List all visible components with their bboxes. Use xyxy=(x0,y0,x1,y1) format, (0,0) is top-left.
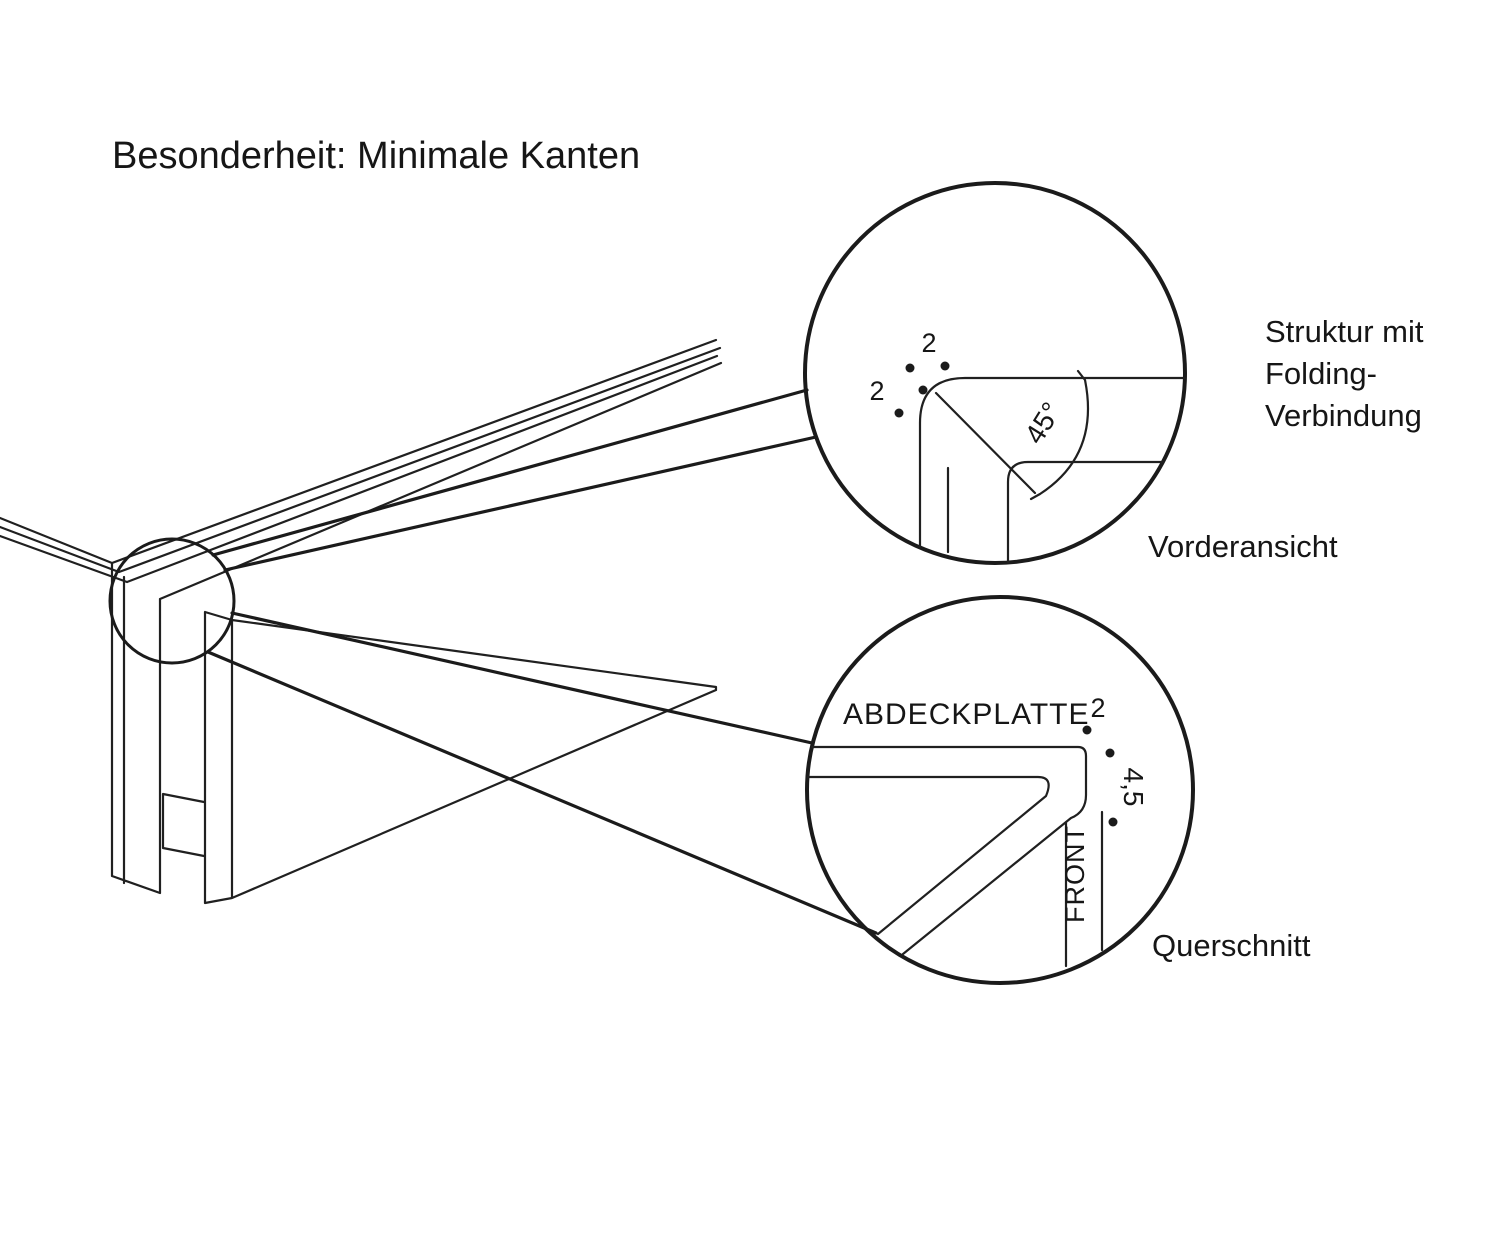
structure-annotation-line-1: Struktur mit xyxy=(1265,314,1424,349)
structure-annotation-line-3: Verbindung xyxy=(1265,398,1422,433)
plate-label: ABDECKPLATTE xyxy=(843,698,1090,731)
front-view-drawing xyxy=(918,369,1187,564)
dimension-dot xyxy=(905,363,915,373)
detail-marker-circle xyxy=(108,537,236,665)
dimension-dot xyxy=(940,361,950,371)
dimension-dot xyxy=(1105,748,1115,758)
callout-lines-front-view xyxy=(211,388,818,572)
dimension-dot xyxy=(918,385,928,395)
dimension-dot xyxy=(1108,817,1118,827)
dim-label-radius-top: 2 xyxy=(921,328,936,358)
cross-section-callout: ABDECKPLATTE 2 4,5 FRONT xyxy=(805,595,1195,985)
front-view-caption: Vorderansicht xyxy=(1148,529,1338,564)
cross-section-drawing xyxy=(806,745,1104,968)
dimension-dot xyxy=(894,408,904,418)
structure-annotation-line-2: Folding- xyxy=(1265,356,1377,391)
isometric-drawing xyxy=(0,338,723,905)
dim-label-radius-left: 2 xyxy=(869,376,884,406)
dimension-dot xyxy=(1082,725,1092,735)
structure-annotation: Struktur mit Folding- Verbindung xyxy=(1265,314,1424,433)
cross-section-caption: Querschnitt xyxy=(1152,928,1311,963)
front-label: FRONT xyxy=(1060,825,1090,923)
diagram-title: Besonderheit: Minimale Kanten xyxy=(112,135,640,177)
front-view-callout: 2 2 45° xyxy=(803,181,1187,565)
front-view-circle xyxy=(803,181,1187,565)
dim-label-fold-height: 4,5 xyxy=(1118,768,1149,807)
dim-label-edge-radius: 2 xyxy=(1090,693,1105,723)
dim-label-angle: 45° xyxy=(1019,397,1068,449)
callout-lines-cross-section xyxy=(206,611,878,935)
cross-section-circle xyxy=(805,595,1195,985)
